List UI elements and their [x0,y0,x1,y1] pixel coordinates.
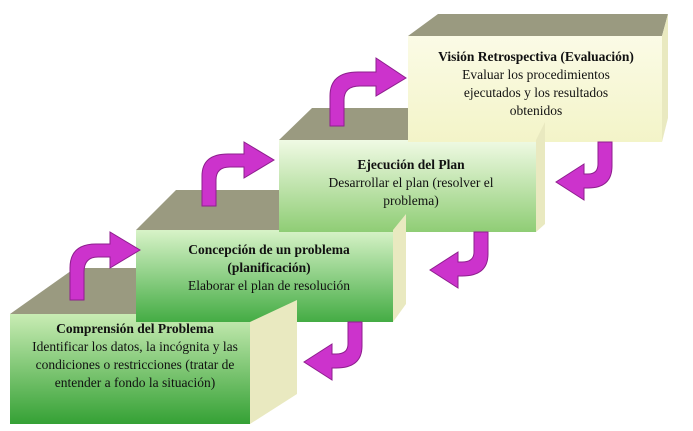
step-box-2 [136,190,406,322]
step-1-front-face [10,314,250,424]
step-3-description: Desarrollar el plan (resolver el problem… [328,175,494,208]
step-3-title: Ejecución del Plan [357,157,465,172]
step-4-title: Visión Retrospectiva (Evaluación) [438,49,634,64]
step-2-description: Elaborar el plan de resolución [188,278,350,293]
step-text-1: Comprensión del Problema Identificar los… [24,320,246,392]
step-1-side-face [250,300,297,424]
down-arrow-3-to-2 [429,231,489,289]
step-text-3: Ejecución del Plan Desarrollar el plan (… [300,156,522,210]
step-4-description: Evaluar los procedimientos ejecutados y … [462,67,610,118]
up-arrow-3-to-4 [329,57,407,127]
step-2-side-face [393,214,406,322]
step-box-4 [408,14,668,142]
down-arrow-2-to-1 [303,321,363,381]
step-box-1 [10,268,297,424]
step-3-front-face [279,140,536,232]
step-text-2: Concepción de un problema (planificación… [160,241,378,295]
step-text-4: Visión Retrospectiva (Evaluación) Evalua… [412,48,660,120]
step-4-front-face [408,36,662,142]
up-arrow-2-to-3 [201,141,275,207]
step-4-side-face [662,14,668,142]
up-arrow-1-to-2 [69,231,141,301]
step-2-title: Concepción de un problema (planificación… [188,242,350,275]
step-4-top-face [408,14,668,36]
step-1-description: Identificar los datos, la incógnita y la… [32,339,238,390]
step-3-side-face [536,122,545,232]
step-1-title: Comprensión del Problema [56,321,214,336]
step-2-front-face [136,230,393,322]
step-2-top-face [136,190,279,230]
down-arrow-4-to-3 [555,141,613,201]
